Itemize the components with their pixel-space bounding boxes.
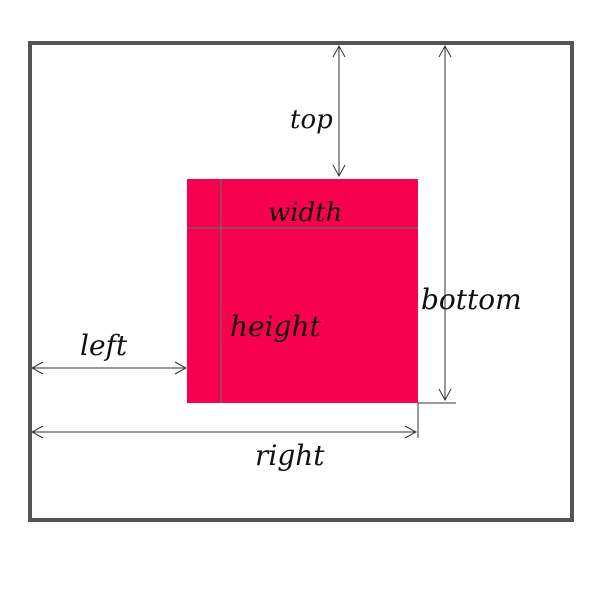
bottom-arrow [418, 44, 456, 404]
top-label: top [290, 105, 333, 135]
height-label: height [230, 310, 322, 343]
positioned-box [187, 179, 418, 403]
width-label: width [268, 198, 342, 228]
bottom-label: bottom [421, 283, 522, 316]
right-arrow [30, 403, 419, 439]
top-arrow [332, 44, 346, 178]
left-label: left [80, 329, 128, 362]
left-arrow [30, 361, 188, 375]
right-label: right [255, 439, 325, 472]
